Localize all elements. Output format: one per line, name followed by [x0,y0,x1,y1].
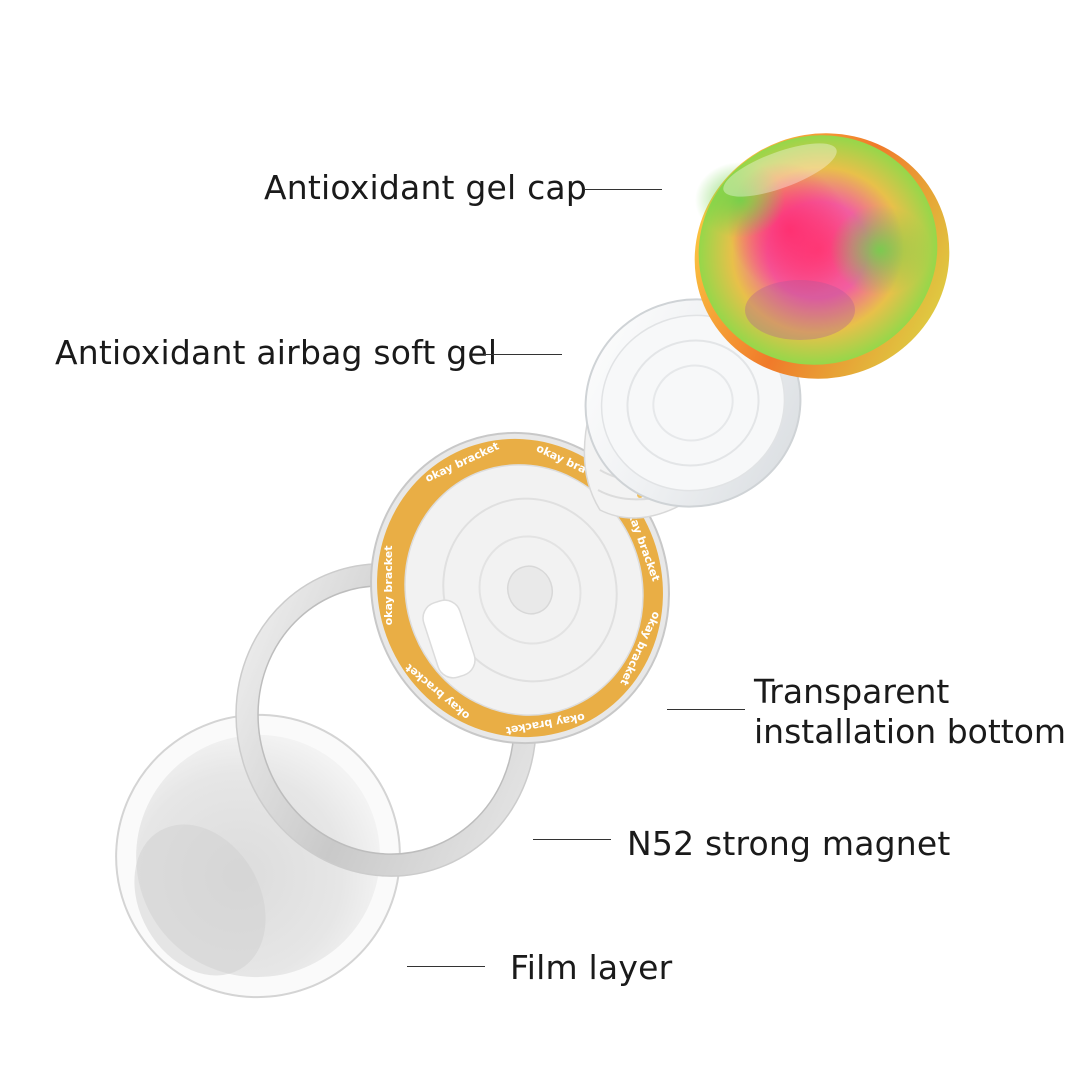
leader-line-gel-cap [584,189,662,190]
leader-line-installation-bottom [667,709,745,710]
label-magnet: N52 strong magnet [627,824,951,863]
leader-line-film [407,966,485,967]
label-installation-bottom-line2: installation bottom [754,712,1067,751]
leader-line-airbag-soft-gel [484,354,562,355]
gel-cap-illustration [694,133,950,379]
label-installation-bottom-line1: Transparent [754,672,950,711]
label-installation-bottom: Transparent installation bottom [754,672,1066,752]
label-film: Film layer [510,948,673,987]
ring-brand-text-item: okay bracket [382,545,395,625]
label-airbag-soft-gel: Antioxidant airbag soft gel [55,333,498,372]
label-gel-cap: Antioxidant gel cap [264,168,588,207]
film-layer-illustration [115,713,401,999]
leader-line-magnet [533,839,611,840]
installation-bottom-illustration [370,431,670,745]
